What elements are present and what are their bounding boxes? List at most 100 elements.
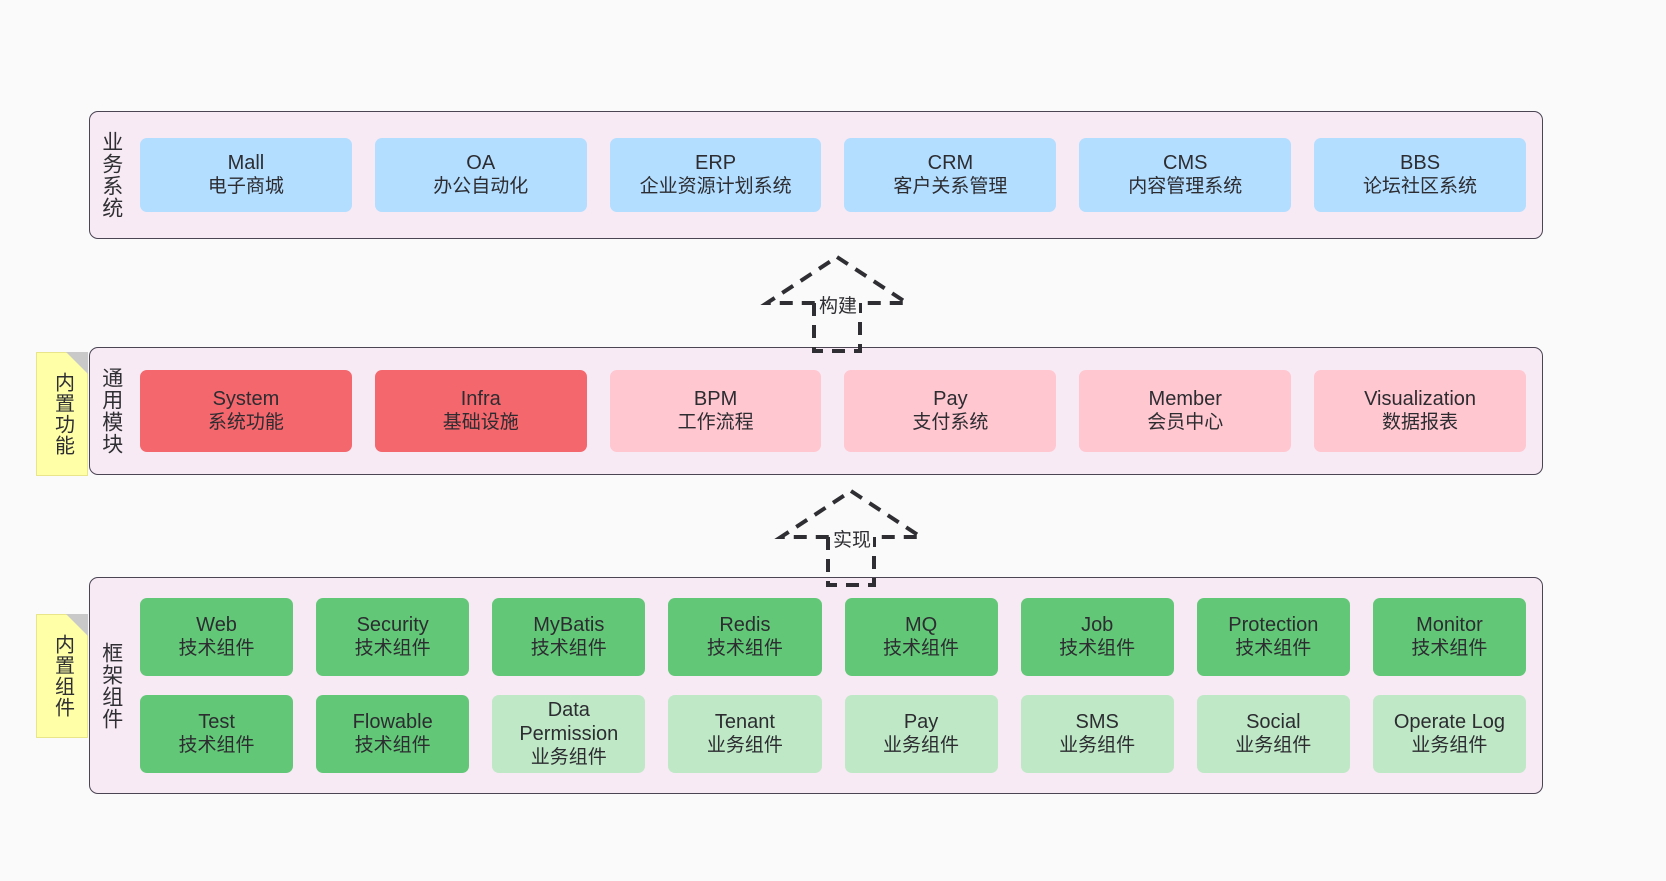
card-redis[interactable]: Redis 技术组件 [668, 598, 822, 676]
connector-implement: 实现 [771, 488, 931, 587]
card-web[interactable]: Web 技术组件 [140, 598, 294, 676]
card-title: Visualization [1364, 388, 1477, 411]
card-subtitle: 技术组件 [354, 735, 431, 757]
card-subtitle: 技术组件 [883, 638, 960, 660]
card-subtitle: 会员中心 [1147, 412, 1224, 434]
card-title: Operate Log [1393, 711, 1506, 734]
card-title: Protection [1228, 614, 1319, 637]
card-cms[interactable]: CMS 内容管理系统 [1079, 138, 1292, 212]
card-subtitle: 企业资源计划系统 [639, 176, 792, 198]
card-subtitle: 业务组件 [530, 747, 607, 769]
card-row: System 系统功能 Infra 基础设施 BPM 工作流程 Pay 支付系统… [140, 370, 1526, 452]
card-erp[interactable]: ERP 企业资源计划系统 [609, 138, 822, 212]
card-subtitle: 业务组件 [1411, 735, 1488, 757]
card-bbs[interactable]: BBS 论坛社区系统 [1314, 138, 1526, 212]
layer-common-modules: 通用模块 System 系统功能 Infra 基础设施 BPM 工作流程 Pay… [89, 347, 1543, 475]
card-subtitle: 系统功能 [207, 412, 284, 434]
layer-framework-components: 框架组件 Web 技术组件 Security 技术组件 MyBatis 技术组件… [89, 577, 1543, 794]
card-title: CMS [1163, 152, 1208, 175]
connector-stem [826, 537, 876, 587]
layer-common-modules-body: System 系统功能 Infra 基础设施 BPM 工作流程 Pay 支付系统… [132, 348, 1542, 474]
card-title: SMS [1075, 711, 1119, 734]
card-subtitle: 业务组件 [706, 735, 783, 757]
card-title: Pay [933, 388, 968, 411]
card-subtitle: 数据报表 [1382, 412, 1459, 434]
card-subtitle: 业务组件 [1059, 735, 1136, 757]
card-subtitle: 基础设施 [442, 412, 519, 434]
card-subtitle: 业务组件 [1235, 735, 1312, 757]
card-row: Test 技术组件 Flowable 技术组件 Data Permission … [140, 695, 1526, 773]
card-security[interactable]: Security 技术组件 [316, 598, 470, 676]
card-title: CRM [927, 152, 974, 175]
card-subtitle: 技术组件 [1059, 638, 1136, 660]
card-subtitle: 技术组件 [1411, 638, 1488, 660]
connector-build-label: 构建 [817, 291, 860, 318]
card-subtitle: 支付系统 [912, 412, 989, 434]
generalization-arrowhead-icon [760, 254, 914, 305]
card-subtitle: 技术组件 [530, 638, 607, 660]
card-title: MQ [904, 614, 938, 637]
card-title: Infra [460, 388, 501, 411]
card-member[interactable]: Member 会员中心 [1079, 370, 1292, 452]
connector-stem [812, 303, 862, 353]
card-subtitle: 技术组件 [706, 638, 783, 660]
card-protection[interactable]: Protection 技术组件 [1196, 598, 1350, 676]
card-flowable[interactable]: Flowable 技术组件 [316, 695, 470, 773]
card-oa[interactable]: OA 办公自动化 [374, 138, 587, 212]
sticky-note-builtin-components: 内置组件 [36, 614, 88, 738]
card-title: Monitor [1416, 614, 1483, 637]
card-tenant[interactable]: Tenant 业务组件 [668, 695, 822, 773]
card-subtitle: 技术组件 [1235, 638, 1312, 660]
card-job[interactable]: Job 技术组件 [1020, 598, 1174, 676]
card-title: Social [1246, 711, 1301, 734]
card-title: Member [1148, 388, 1222, 411]
card-subtitle: 办公自动化 [433, 176, 529, 198]
card-pay[interactable]: Pay 支付系统 [844, 370, 1057, 452]
card-crm[interactable]: CRM 客户关系管理 [844, 138, 1057, 212]
card-title: Pay [903, 711, 939, 734]
card-test[interactable]: Test 技术组件 [140, 695, 294, 773]
card-social[interactable]: Social 业务组件 [1196, 695, 1350, 773]
card-bpm[interactable]: BPM 工作流程 [609, 370, 822, 452]
card-row: Web 技术组件 Security 技术组件 MyBatis 技术组件 Redi… [140, 598, 1526, 676]
card-title: Mall [227, 152, 265, 175]
layer-framework-components-body: Web 技术组件 Security 技术组件 MyBatis 技术组件 Redi… [132, 578, 1542, 793]
card-infra[interactable]: Infra 基础设施 [374, 370, 587, 452]
card-title: Tenant [714, 711, 775, 734]
card-subtitle: 电子商城 [207, 176, 284, 198]
card-subtitle: 业务组件 [883, 735, 960, 757]
card-mybatis[interactable]: MyBatis 技术组件 [492, 598, 646, 676]
card-title: ERP [695, 152, 737, 175]
layer-framework-components-title: 框架组件 [99, 641, 123, 730]
card-system[interactable]: System 系统功能 [140, 370, 352, 452]
card-mq[interactable]: MQ 技术组件 [844, 598, 998, 676]
card-subtitle: 客户关系管理 [893, 176, 1008, 198]
card-title: Web [196, 614, 237, 637]
layer-business-systems-body: Mall 电子商城 OA 办公自动化 ERP 企业资源计划系统 CRM 客户关系… [132, 112, 1542, 238]
card-title: Job [1081, 614, 1114, 637]
layer-business-systems-title: 业务系统 [99, 131, 123, 219]
card-operate-log[interactable]: Operate Log 业务组件 [1372, 695, 1526, 773]
card-mall[interactable]: Mall 电子商城 [140, 138, 352, 212]
card-subtitle: 论坛社区系统 [1363, 176, 1478, 198]
connector-implement-label: 实现 [831, 525, 874, 552]
card-monitor[interactable]: Monitor 技术组件 [1372, 598, 1526, 676]
card-subtitle: 技术组件 [354, 638, 431, 660]
card-visualization[interactable]: Visualization 数据报表 [1314, 370, 1526, 452]
card-title: System [212, 388, 280, 411]
card-title: Data Permission [519, 699, 619, 746]
card-subtitle: 技术组件 [178, 735, 255, 757]
card-title: OA [466, 152, 496, 175]
card-title: Redis [719, 614, 771, 637]
sticky-note-builtin-features: 内置功能 [36, 352, 88, 476]
card-title: MyBatis [533, 614, 605, 637]
card-title: Security [356, 614, 429, 637]
card-data-permission[interactable]: Data Permission 业务组件 [492, 695, 646, 773]
card-sms[interactable]: SMS 业务组件 [1020, 695, 1174, 773]
card-subtitle: 技术组件 [178, 638, 255, 660]
card-title: Test [198, 711, 235, 734]
card-subtitle: 工作流程 [677, 412, 754, 434]
card-subtitle: 内容管理系统 [1128, 176, 1243, 198]
card-pay-component[interactable]: Pay 业务组件 [844, 695, 998, 773]
layer-business-systems: 业务系统 Mall 电子商城 OA 办公自动化 ERP 企业资源计划系统 CRM… [89, 111, 1543, 239]
